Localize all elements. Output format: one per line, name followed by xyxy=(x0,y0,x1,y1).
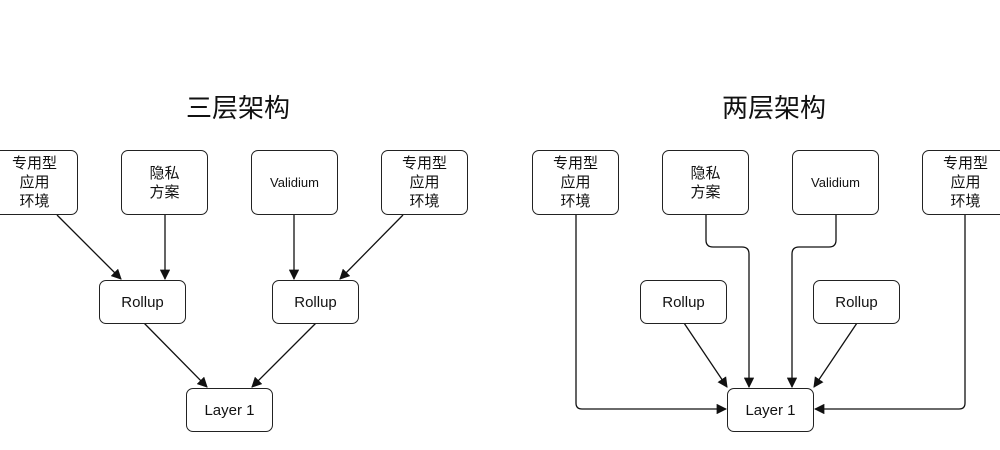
left-app-env-node-2: 专用型 应用 环境 xyxy=(381,150,468,215)
right-app-env-node-2: 专用型 应用 环境 xyxy=(922,150,1000,215)
edge-right-app2-layer1 xyxy=(813,215,966,415)
edge-left-rollup2-layer1 xyxy=(251,322,317,388)
edge-left-app2-rollup2 xyxy=(339,214,404,280)
left-app-env-node-1: 专用型 应用 环境 xyxy=(0,150,78,215)
right-rollup-node-1: Rollup xyxy=(640,280,727,324)
right-rollup-node-2: Rollup xyxy=(813,280,900,324)
left-validium-node: Validium xyxy=(251,150,338,215)
left-layer1-node: Layer 1 xyxy=(186,388,273,432)
right-title: 两层架构 xyxy=(722,94,827,124)
right-app-env-node-1: 专用型 应用 环境 xyxy=(532,150,619,215)
edge-right-privacy-layer1 xyxy=(705,215,755,389)
right-layer1-node: Layer 1 xyxy=(727,388,814,432)
edge-right-validium-layer1 xyxy=(786,215,837,389)
edge-left-app1-rollup1 xyxy=(56,214,122,280)
left-rollup-node-1: Rollup xyxy=(99,280,186,324)
right-validium-node: Validium xyxy=(792,150,879,215)
left-rollup-node-2: Rollup xyxy=(272,280,359,324)
right-privacy-node: 隐私 方案 xyxy=(662,150,749,215)
left-title: 三层架构 xyxy=(186,94,291,124)
left-privacy-node: 隐私 方案 xyxy=(121,150,208,215)
edge-right-app1-layer1 xyxy=(575,215,728,415)
edge-right-rollup1-layer1 xyxy=(683,322,728,388)
edge-left-rollup1-layer1 xyxy=(143,322,208,388)
edge-right-rollup2-layer1 xyxy=(813,322,858,388)
